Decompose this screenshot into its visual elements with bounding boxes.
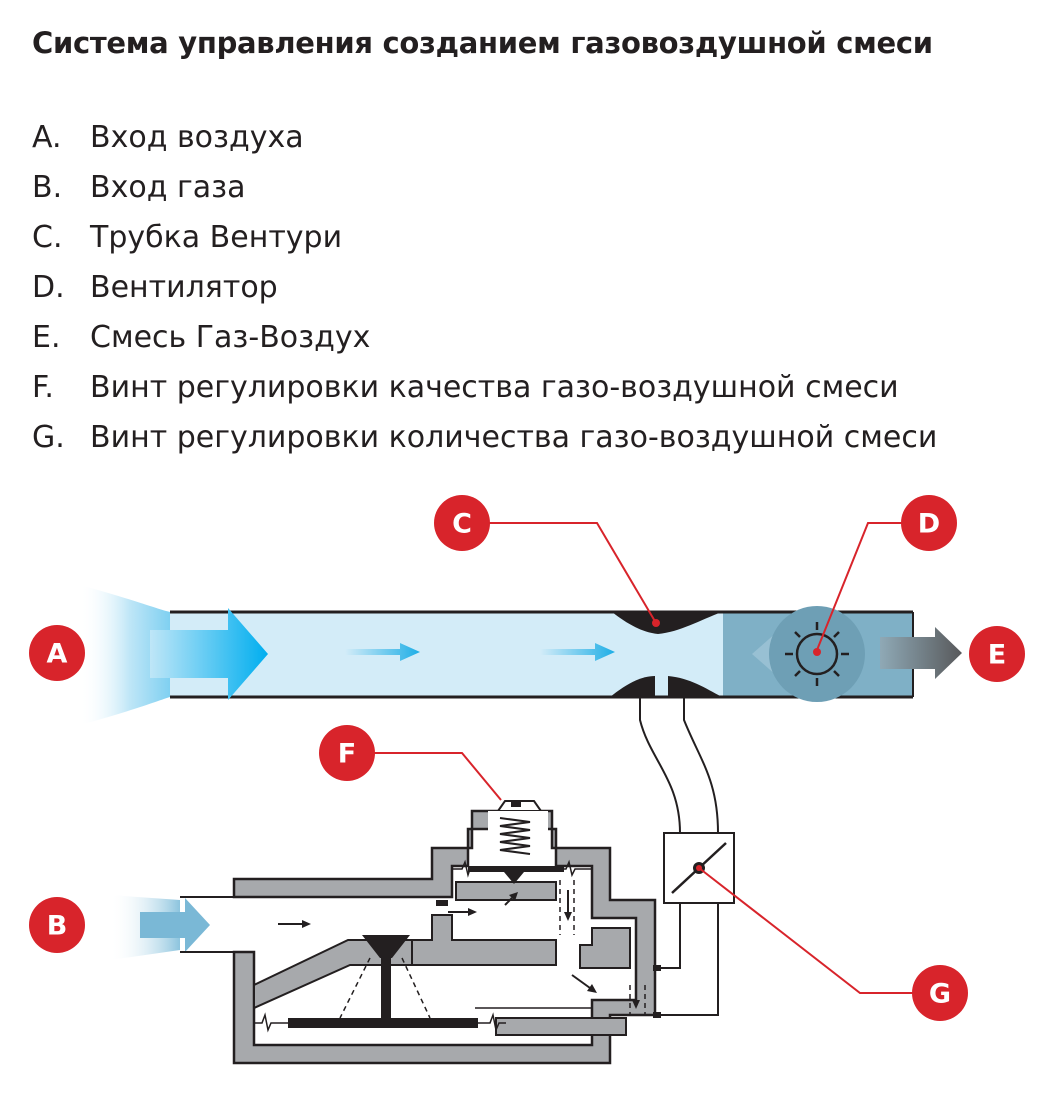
legend-key: B. <box>32 169 63 205</box>
callout-label: F <box>338 739 356 770</box>
legend-item-b: B. Вход газа <box>32 162 937 212</box>
legend-text: Трубка Вентури <box>90 219 343 255</box>
air-inlet-glow <box>80 585 170 725</box>
venturi-bottom-right <box>668 676 722 697</box>
gas-inlet-arrow <box>140 898 210 952</box>
legend-item-e: E. Смесь Газ-Воздух <box>32 312 937 362</box>
air-inlet-arrow <box>150 608 268 700</box>
leader-line-f <box>372 752 502 801</box>
callout-g: G <box>912 965 968 1021</box>
callout-b: B <box>29 897 85 953</box>
callout-label: D <box>918 509 940 540</box>
air-flow-arrow <box>345 643 420 661</box>
legend-key: D. <box>32 269 65 305</box>
page-title: Система управления созданием газовоздушн… <box>32 26 933 60</box>
callout-a: A <box>29 625 85 681</box>
callout-label: C <box>452 509 472 540</box>
mixture-output-arrow <box>880 627 962 679</box>
gas-inlet <box>110 895 210 960</box>
legend-list: A. Вход воздуха B. Вход газа C. Трубка Вент… <box>32 112 937 462</box>
connection-tubes <box>639 697 719 1018</box>
leader-lines <box>372 522 918 994</box>
legend-item-g: G. Винт регулировки количества газо-возду… <box>32 412 937 462</box>
quantity-adjust-screw <box>663 832 735 904</box>
leader-line-c <box>484 522 657 624</box>
gas-flow-arrows <box>278 890 640 1009</box>
callout-label: G <box>929 979 951 1010</box>
legend-text: Вход воздуха <box>90 119 304 155</box>
air-flow-arrow <box>540 643 615 661</box>
callout-d: D <box>901 495 957 551</box>
legend-key: A. <box>32 119 62 155</box>
legend-text: Вентилятор <box>90 269 278 305</box>
main-valve <box>254 935 646 1033</box>
legend-key: G. <box>32 419 65 455</box>
callout-label: A <box>47 639 68 670</box>
callout-c: C <box>434 495 490 551</box>
callout-f: F <box>319 725 375 781</box>
quality-adjust-screw <box>452 800 592 935</box>
callout-label: B <box>47 911 68 942</box>
legend-key: C. <box>32 219 63 255</box>
legend-item-a: A. Вход воздуха <box>32 112 937 162</box>
legend-item-c: C. Трубка Вентури <box>32 212 937 262</box>
leader-line-g <box>698 867 918 994</box>
legend-text: Винт регулировки качества газо-воздушной… <box>90 369 899 405</box>
legend-text: Вход газа <box>90 169 246 205</box>
venturi-top <box>612 612 722 634</box>
legend-key: E. <box>32 319 61 355</box>
legend-item-f: F. Винт регулировки качества газо-воздушн… <box>32 362 937 412</box>
callout-label: E <box>988 640 1006 671</box>
legend-text: Смесь Газ-Воздух <box>90 319 371 355</box>
venturi-bottom-left <box>610 676 655 697</box>
legend-key: F. <box>32 369 54 405</box>
gas-valve-body <box>180 809 657 1065</box>
legend-item-d: D. Вентилятор <box>32 262 937 312</box>
callout-e: E <box>969 626 1025 682</box>
legend-text: Винт регулировки количества газо-воздушн… <box>90 419 938 455</box>
leader-line-d <box>816 522 907 651</box>
